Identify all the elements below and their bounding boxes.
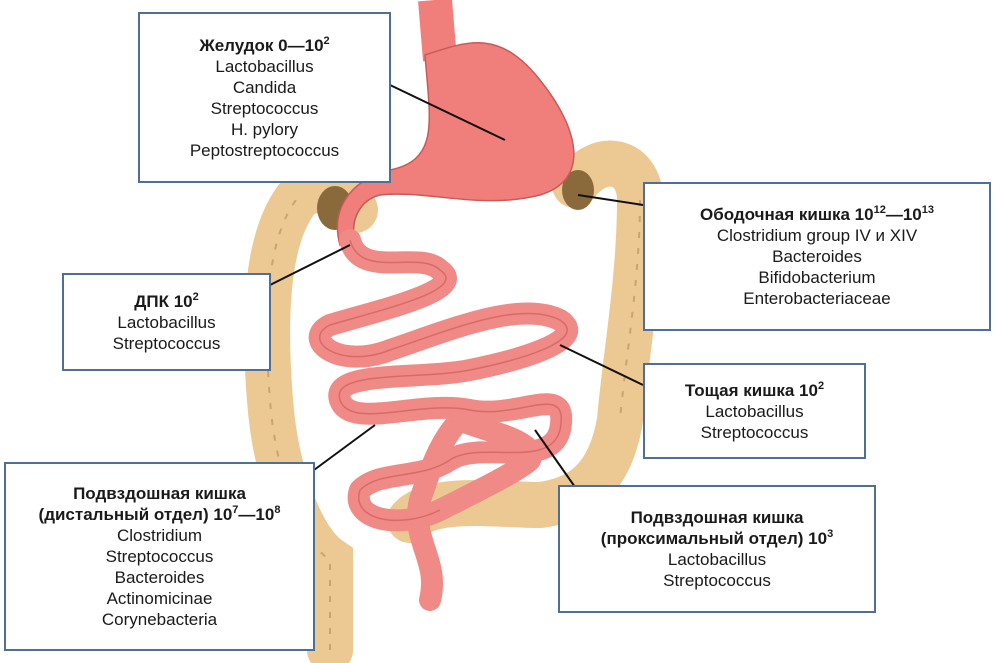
organism: Lactobacillus <box>215 56 314 76</box>
colon-title: Ободочная кишка 1012—1013 <box>699 204 935 225</box>
organism: Streptococcus <box>210 98 319 118</box>
ileum-proximal-title: (проксимальный отдел) 103 <box>600 528 834 549</box>
small-intestine <box>308 229 578 611</box>
organism: Lactobacillus <box>667 550 767 569</box>
organism: Clostridium <box>116 526 203 545</box>
duodenum-label-box: ДПК 102 Lactobacillus Streptococcus <box>62 273 271 371</box>
organism: Peptostreptococcus <box>189 140 340 160</box>
organism: Lactobacillus <box>705 401 804 421</box>
organism: Bifidobacterium <box>758 268 876 287</box>
ileum-distal-title-line1: Подвздошная кишка <box>73 484 246 503</box>
organism: Bacteroides <box>772 247 862 266</box>
colon-label-box: Ободочная кишка 1012—1013 Clostridium gr… <box>643 182 991 331</box>
organism: Actinomicinae <box>106 589 213 608</box>
duodenum-title: ДПК 102 <box>134 290 199 311</box>
organism: Streptococcus <box>663 571 771 590</box>
leader-lines <box>269 84 644 488</box>
organism: Streptococcus <box>105 547 214 566</box>
ileum-proximal-title-line1: Подвздошная кишка <box>630 508 804 527</box>
organism: H. pylory <box>230 119 299 139</box>
jejunum-title: Тощая кишка 102 <box>684 379 825 400</box>
stomach-title: Желудок 0—102 <box>199 34 330 55</box>
ileum-distal-label-box: Подвздошная кишка (дистальный отдел) 107… <box>4 462 315 651</box>
colon-cut-right <box>562 170 594 210</box>
organism: Corynebacteria <box>101 610 218 629</box>
organism: Clostridium group IV и XIV <box>716 226 918 245</box>
stomach-label-box: Желудок 0—102 Lactobacillus Candida Stre… <box>138 12 391 183</box>
stomach <box>336 42 575 246</box>
organism: Lactobacillus <box>117 312 216 332</box>
jejunum-label-box: Тощая кишка 102 Lactobacillus Streptococ… <box>643 363 866 459</box>
organism: Bacteroides <box>114 568 205 587</box>
organism: Streptococcus <box>700 422 809 442</box>
organism: Streptococcus <box>112 333 221 353</box>
organism: Enterobacteriaceae <box>743 289 891 308</box>
organism: Candida <box>232 77 297 97</box>
ileum-distal-title: (дистальный отдел) 107—108 <box>38 504 281 525</box>
ileum-proximal-label-box: Подвздошная кишка (проксимальный отдел) … <box>558 485 876 613</box>
